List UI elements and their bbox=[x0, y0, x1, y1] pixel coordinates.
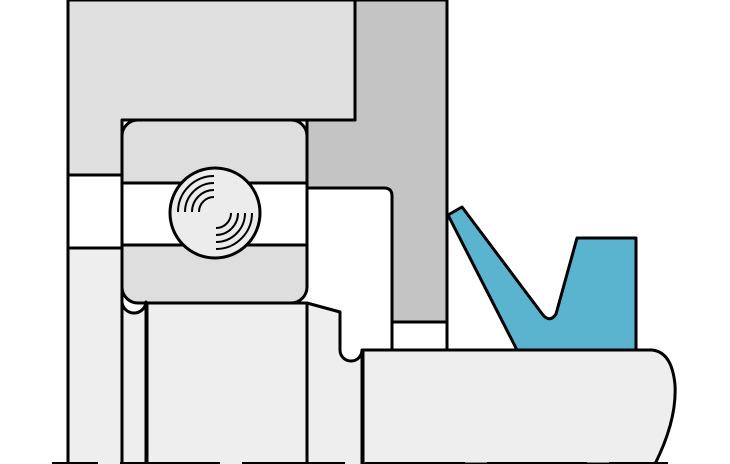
left-gap bbox=[66, 173, 124, 250]
left-shaft-part bbox=[66, 246, 124, 464]
shaft-sleeve bbox=[361, 348, 677, 464]
ball-shading-icon bbox=[177, 175, 253, 250]
housing-gap bbox=[390, 320, 449, 352]
lip-seal bbox=[446, 205, 638, 352]
inner-ring bbox=[145, 301, 309, 464]
ball bbox=[168, 166, 262, 260]
collar bbox=[305, 301, 364, 464]
spacer bbox=[120, 298, 148, 464]
